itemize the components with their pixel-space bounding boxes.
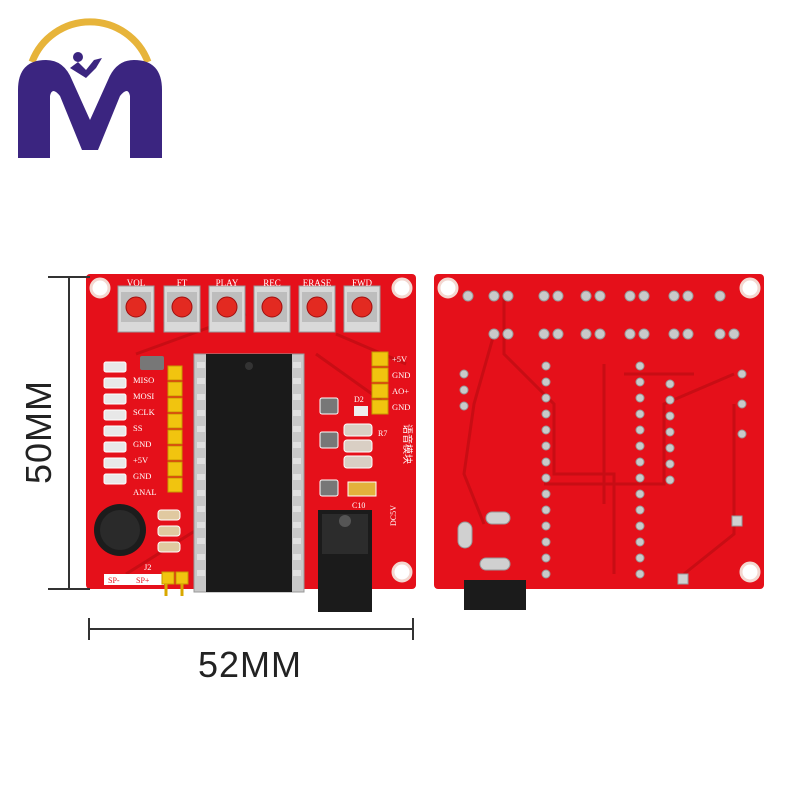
width-dimension-label: 52MM [197,644,303,685]
label-sp-minus: SP- [108,576,120,585]
height-dimension-label: 50MM [18,379,59,485]
height-dimension-line [68,276,70,590]
pin-label-gnd-2: GND [133,471,151,481]
m-logo-icon [18,18,162,158]
pin-label-miso: MISO [133,375,154,385]
label-d2: D2 [354,395,364,404]
back-board-graphic [434,274,764,610]
button-label-erase: ERASE [303,278,332,288]
button-label-rec: REC [263,278,281,288]
width-dimension-cap-left [88,618,90,640]
pin-label-mosi: MOSI [133,391,154,401]
label-dc5v: DC5V [389,505,398,526]
dc-jack-icon [318,510,372,612]
pin-label-sclk: SCLK [133,407,156,417]
width-dimension-cap-right [412,618,414,640]
microphone-icon [94,504,146,556]
label-r7: R7 [378,429,387,438]
label-j2: J2 [144,562,152,572]
button-label-play: PLAY [216,278,239,288]
pin-label-right-5v: +5V [392,354,408,364]
pin-label-gnd-1: GND [133,439,151,449]
pin-label-right-gnd-1: GND [392,370,410,380]
pin-label-anal: ANAL [133,487,157,497]
brand-logo [10,10,170,170]
pin-label-right-ao: AO+ [392,386,409,396]
label-module-cn: 语音模块 [401,424,414,464]
pin-label-ss: SS [133,423,143,433]
button-label-vol: VOL [127,278,146,288]
height-dimension-cap-top [48,276,90,278]
back-board [434,274,764,610]
pin-label-right-gnd-2: GND [392,402,410,412]
button-label-fwd: FWD [352,278,373,288]
front-board-graphic: VOL FT PLAY REC ERASE FWD MISO MOSI SCLK [86,274,416,612]
height-dimension-cap-bottom [48,588,90,590]
front-board: VOL FT PLAY REC ERASE FWD MISO MOSI SCLK [86,274,416,612]
ic-chip-icon [193,353,305,593]
width-dimension-line [88,628,414,630]
pin-label-5v: +5V [133,455,149,465]
label-c10: C10 [352,501,365,510]
button-label-ft: FT [177,278,188,288]
label-sp-plus: SP+ [136,576,150,585]
